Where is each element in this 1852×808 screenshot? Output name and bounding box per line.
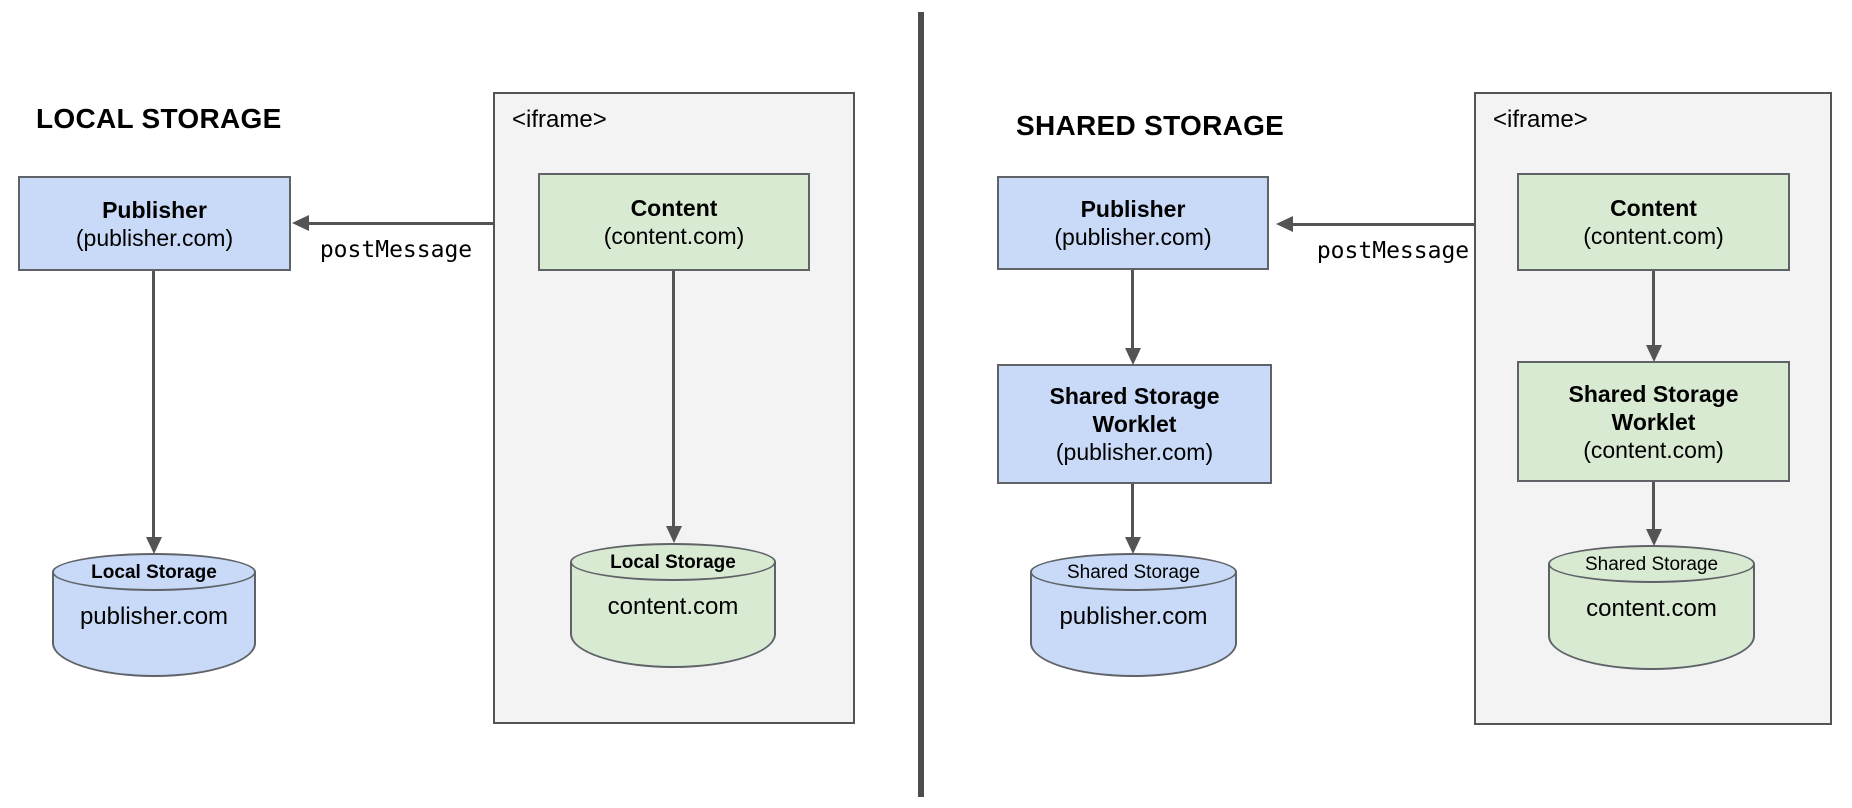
right-content-storage-label: Shared Storage bbox=[1584, 554, 1719, 575]
right-iframe-label: <iframe> bbox=[1493, 106, 1588, 133]
local-storage-title: LOCAL STORAGE bbox=[36, 103, 282, 134]
arrow-line bbox=[1652, 482, 1655, 529]
shared-storage-title: SHARED STORAGE bbox=[1016, 110, 1285, 141]
right-content-name: Content bbox=[1610, 195, 1697, 221]
left-publisher-box: Publisher (publisher.com) bbox=[18, 176, 291, 271]
right-publisher-name: Publisher bbox=[1080, 196, 1186, 222]
left-content-domain: (content.com) bbox=[603, 223, 745, 249]
left-publisher-storage-cylinder: Local Storage publisher.com bbox=[52, 553, 256, 677]
left-content-storage-label: Local Storage bbox=[610, 552, 736, 573]
right-publisher-worklet-domain: (publisher.com) bbox=[1055, 439, 1214, 465]
arrowhead-left-icon bbox=[292, 215, 309, 231]
left-publisher-name: Publisher bbox=[102, 196, 207, 223]
left-publisher-storage-domain: publisher.com bbox=[79, 603, 229, 630]
arrow-line bbox=[1131, 270, 1134, 348]
cylinder-top bbox=[1030, 553, 1237, 591]
cylinder-top bbox=[1548, 545, 1755, 583]
right-content-storage-cylinder: Shared Storage content.com bbox=[1548, 545, 1755, 670]
right-content-worklet-domain: (content.com) bbox=[1583, 436, 1724, 463]
arrow-line bbox=[1292, 223, 1495, 226]
arrowhead-down-icon bbox=[1125, 537, 1141, 554]
left-content-box: Content (content.com) bbox=[538, 173, 810, 271]
left-publisher-domain: (publisher.com) bbox=[75, 224, 234, 251]
arrowhead-down-icon bbox=[666, 526, 682, 543]
left-iframe-label: <iframe> bbox=[512, 106, 607, 133]
right-publisher-worklet-line2: Worklet bbox=[1092, 411, 1177, 437]
right-publisher-worklet-box: Shared Storage Worklet (publisher.com) bbox=[997, 364, 1272, 484]
arrowhead-left-icon bbox=[1276, 216, 1293, 232]
right-publisher-domain: (publisher.com) bbox=[1054, 224, 1212, 250]
left-publisher-storage-label: Local Storage bbox=[91, 562, 217, 583]
right-publisher-storage-label: Shared Storage bbox=[1066, 562, 1201, 583]
arrowhead-down-icon bbox=[146, 537, 162, 554]
right-content-worklet-line1: Shared Storage bbox=[1568, 380, 1739, 407]
right-content-worklet-box: Shared Storage Worklet (content.com) bbox=[1517, 361, 1790, 482]
right-publisher-box: Publisher (publisher.com) bbox=[997, 176, 1269, 270]
arrowhead-down-icon bbox=[1646, 345, 1662, 362]
arrow-line bbox=[308, 222, 517, 225]
left-content-name: Content bbox=[630, 195, 718, 221]
right-postmessage-label: postMessage bbox=[1316, 238, 1470, 264]
panel-divider bbox=[918, 12, 924, 797]
right-content-domain: (content.com) bbox=[1583, 223, 1724, 249]
left-content-storage-cylinder: Local Storage content.com bbox=[570, 543, 776, 668]
arrow-line bbox=[1652, 271, 1655, 345]
right-publisher-storage-domain: publisher.com bbox=[1059, 603, 1208, 630]
right-publisher-storage-cylinder: Shared Storage publisher.com bbox=[1030, 553, 1237, 677]
cylinder-top bbox=[52, 553, 256, 591]
left-content-storage-domain: content.com bbox=[607, 593, 739, 620]
right-content-worklet-line2: Worklet bbox=[1611, 408, 1696, 435]
arrowhead-down-icon bbox=[1125, 348, 1141, 365]
arrow-line bbox=[1131, 484, 1134, 537]
right-content-box: Content (content.com) bbox=[1517, 173, 1790, 271]
cylinder-top bbox=[570, 543, 776, 581]
arrow-line bbox=[152, 271, 155, 537]
arrow-line bbox=[672, 271, 675, 526]
right-content-storage-domain: content.com bbox=[1586, 595, 1717, 622]
left-postmessage-label: postMessage bbox=[319, 237, 473, 263]
right-publisher-worklet-line1: Shared Storage bbox=[1049, 383, 1220, 409]
arrowhead-down-icon bbox=[1646, 529, 1662, 546]
